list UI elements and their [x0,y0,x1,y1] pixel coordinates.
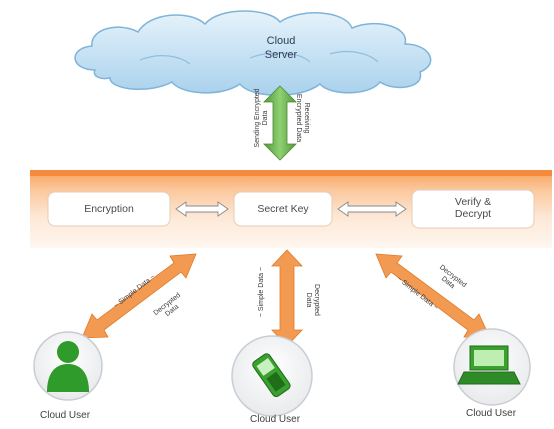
left-user-figure [33,331,103,401]
right-user-label: Cloud User [466,408,517,419]
middle-simple-data-label: ~ Simple Data ~ [258,266,265,318]
encryption-box-label: Encryption [84,203,134,215]
verify-box-shape [411,189,535,229]
encryption-key-arrow [175,201,229,217]
sending-encrypted-label: Sending Encrypted Data [254,88,269,148]
middle-user-device [231,335,313,417]
key-verify-arrow [337,201,407,217]
cloud-server-label: Cloud Server [264,35,298,61]
cloud-server-shape [74,10,432,96]
server-double-arrow [263,85,297,161]
left-user-label: Cloud User [40,410,91,421]
verify-decrypt-box-label: Verify & Decrypt [454,196,492,220]
middle-user-label: Cloud User [250,414,301,425]
right-user-laptop [453,328,531,406]
encryption-box-shape [47,191,171,227]
receiving-encrypted-label: Receiving Encrypted Data [295,93,310,143]
middle-user-arrow [271,249,303,347]
secret-key-box-label: Secret Key [257,203,309,215]
secret-key-box-shape [233,191,333,227]
middle-decrypted-data-label: Decrypted Data [305,284,320,316]
